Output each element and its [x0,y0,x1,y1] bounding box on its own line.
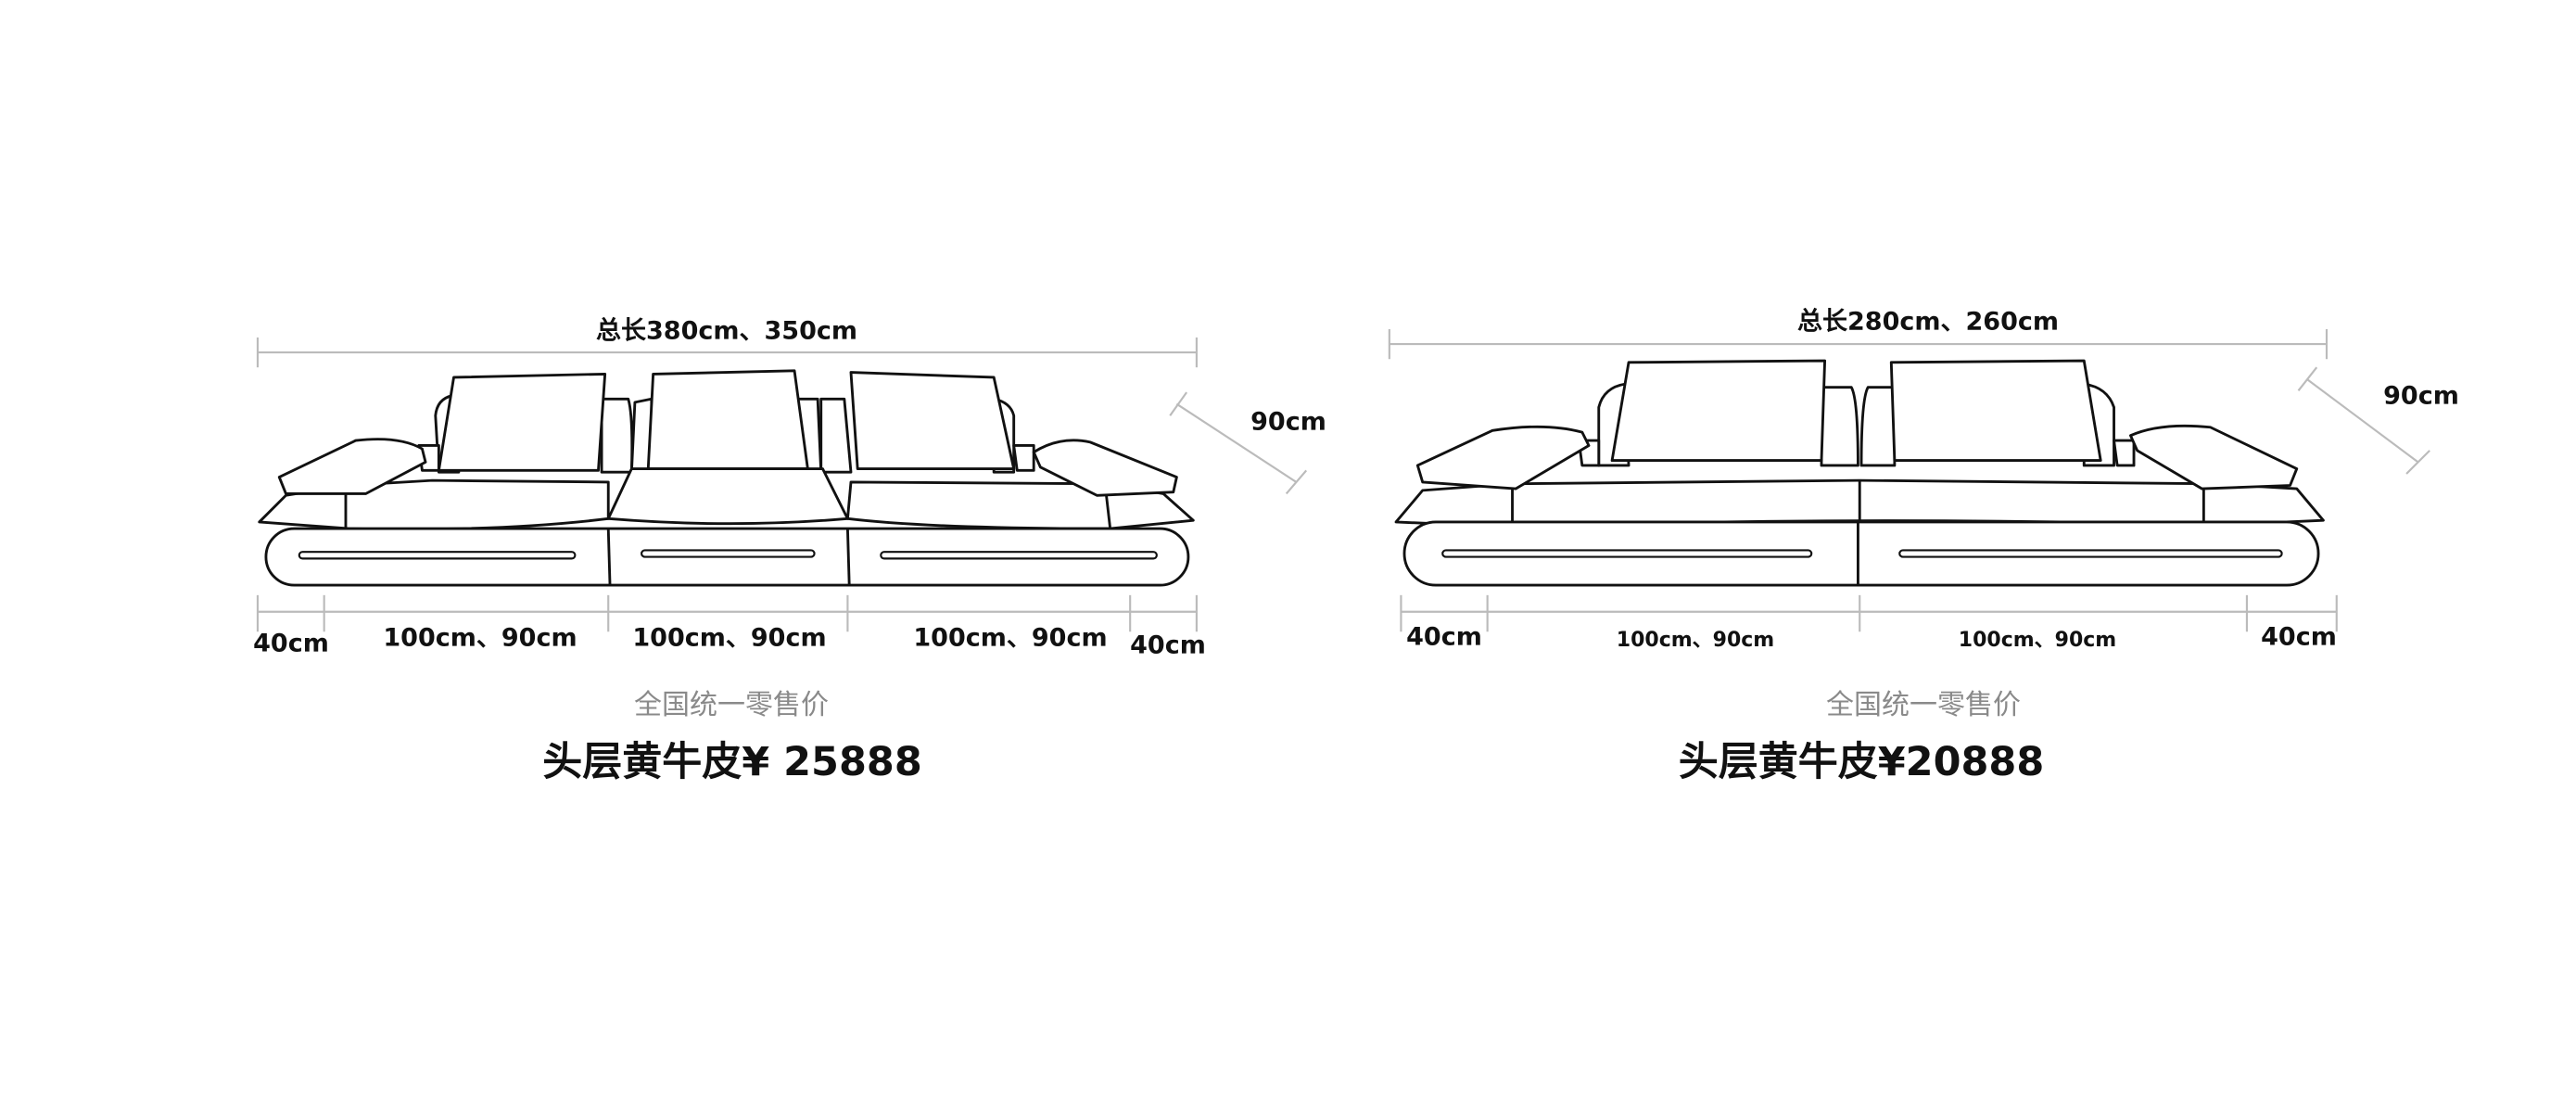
right-price-note: 全国统一零售价 [1826,689,2021,721]
left-segment-label: 100cm、90cm [632,623,827,653]
right-segment-label: 40cm [2261,622,2337,652]
left-segment-label: 40cm [1130,631,1206,660]
left-sofa-drawing [256,337,1308,632]
left-total-length-label: 总长380cm、350cm [596,316,857,346]
left-segment-label: 40cm [253,629,329,658]
left-segment-label: 100cm、90cm [913,623,1108,653]
pillow [849,371,1016,471]
pillow [437,372,607,472]
right-segment-label: 100cm、90cm [1958,629,2117,652]
left-segment-line [256,594,1198,632]
right-total-length-label: 总长280cm、260cm [1797,307,2059,337]
pillow [646,369,809,471]
pillow [1889,359,2102,463]
pillow [1610,359,1827,463]
left-price: 头层黄牛皮¥ 25888 [542,739,922,785]
left-depth-line [1169,391,1308,495]
right-sofa-drawing [1388,328,2430,632]
right-segment-line [1400,594,2338,632]
right-depth-label: 90cm [2383,381,2459,411]
left-total-length-line [256,337,1198,368]
right-depth-line [2297,366,2430,475]
right-segment-label: 40cm [1406,622,1482,652]
left-segment-label: 100cm、90cm [383,623,577,653]
right-price: 头层黄牛皮¥20888 [1678,739,2045,785]
left-price-note: 全国统一零售价 [634,689,829,721]
right-total-length-line [1388,328,2329,360]
left-depth-label: 90cm [1250,407,1326,437]
right-segment-label: 100cm、90cm [1616,629,1775,652]
